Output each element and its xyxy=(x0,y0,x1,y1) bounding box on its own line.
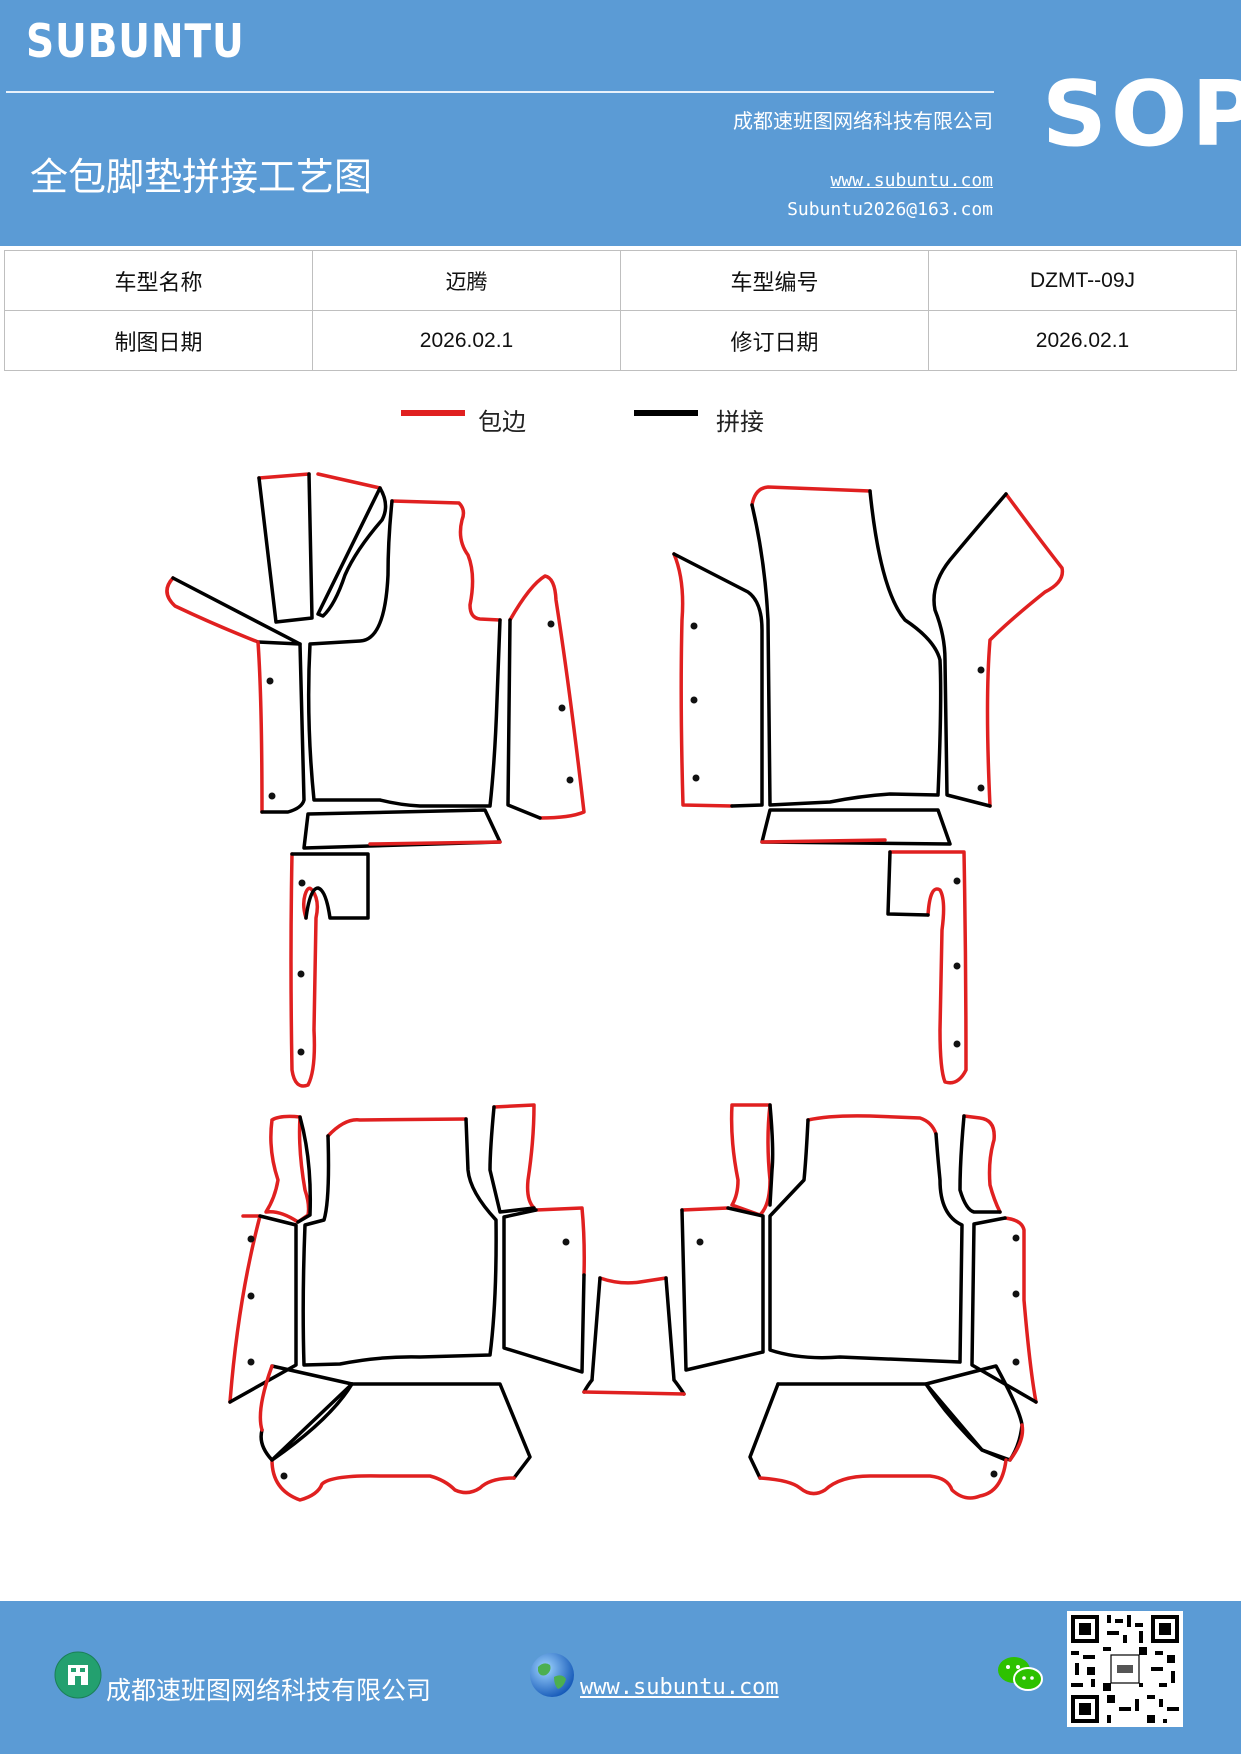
wechat-icon[interactable] xyxy=(996,1653,1044,1695)
snap-dots xyxy=(247,620,1020,1480)
table-row: 制图日期 2026.02.1 修订日期 2026.02.1 xyxy=(4,310,1237,371)
header-divider xyxy=(6,91,994,93)
revise-date-label: 修订日期 xyxy=(620,310,929,371)
legend-swatch-seam xyxy=(634,410,698,416)
footer-banner: 成都速班图网络科技有限公司 www.subuntu.com xyxy=(0,1601,1241,1754)
rear-left-mat-group xyxy=(228,1103,586,1502)
floor-mat-diagram xyxy=(165,472,1065,1502)
legend-swatch-binding xyxy=(401,410,465,416)
header-banner: SUBUNTU 全包脚垫拼接工艺图 成都速班图网络科技有限公司 www.subu… xyxy=(0,0,1241,246)
draw-date-value: 2026.02.1 xyxy=(312,310,621,371)
brand-logo: SUBUNTU xyxy=(26,14,245,68)
website-link[interactable]: www.subuntu.com xyxy=(830,170,993,191)
model-code-label: 车型编号 xyxy=(620,250,929,311)
sop-badge: SOP xyxy=(1042,62,1241,167)
qr-code xyxy=(1067,1611,1183,1727)
model-code-value: DZMT--09J xyxy=(928,250,1237,311)
legend-label-seam: 拼接 xyxy=(716,408,764,436)
center-tunnel-mat xyxy=(582,1276,686,1396)
front-right-mat-group xyxy=(672,485,1065,1085)
globe-icon xyxy=(530,1653,574,1697)
revise-date-value: 2026.02.1 xyxy=(928,310,1237,371)
company-name: 成都速班图网络科技有限公司 xyxy=(733,109,993,133)
legend: 包边 拼接 xyxy=(0,400,1241,440)
page-title: 全包脚垫拼接工艺图 xyxy=(30,155,373,199)
qr-code-image xyxy=(1067,1611,1183,1727)
front-left-mat-group xyxy=(165,472,586,1088)
building-icon xyxy=(54,1651,102,1699)
info-table: 车型名称 迈腾 车型编号 DZMT--09J 制图日期 2026.02.1 修订… xyxy=(4,250,1237,371)
model-name-value: 迈腾 xyxy=(312,250,621,311)
model-name-label: 车型名称 xyxy=(4,250,313,311)
footer-website-link[interactable]: www.subuntu.com xyxy=(580,1675,779,1700)
draw-date-label: 制图日期 xyxy=(4,310,313,371)
legend-label-binding: 包边 xyxy=(478,408,526,436)
email-address[interactable]: Subuntu2026@163.com xyxy=(787,199,993,220)
rear-right-mat-group xyxy=(680,1103,1038,1500)
footer-company: 成都速班图网络科技有限公司 xyxy=(106,1676,432,1705)
table-row: 车型名称 迈腾 车型编号 DZMT--09J xyxy=(4,250,1237,311)
